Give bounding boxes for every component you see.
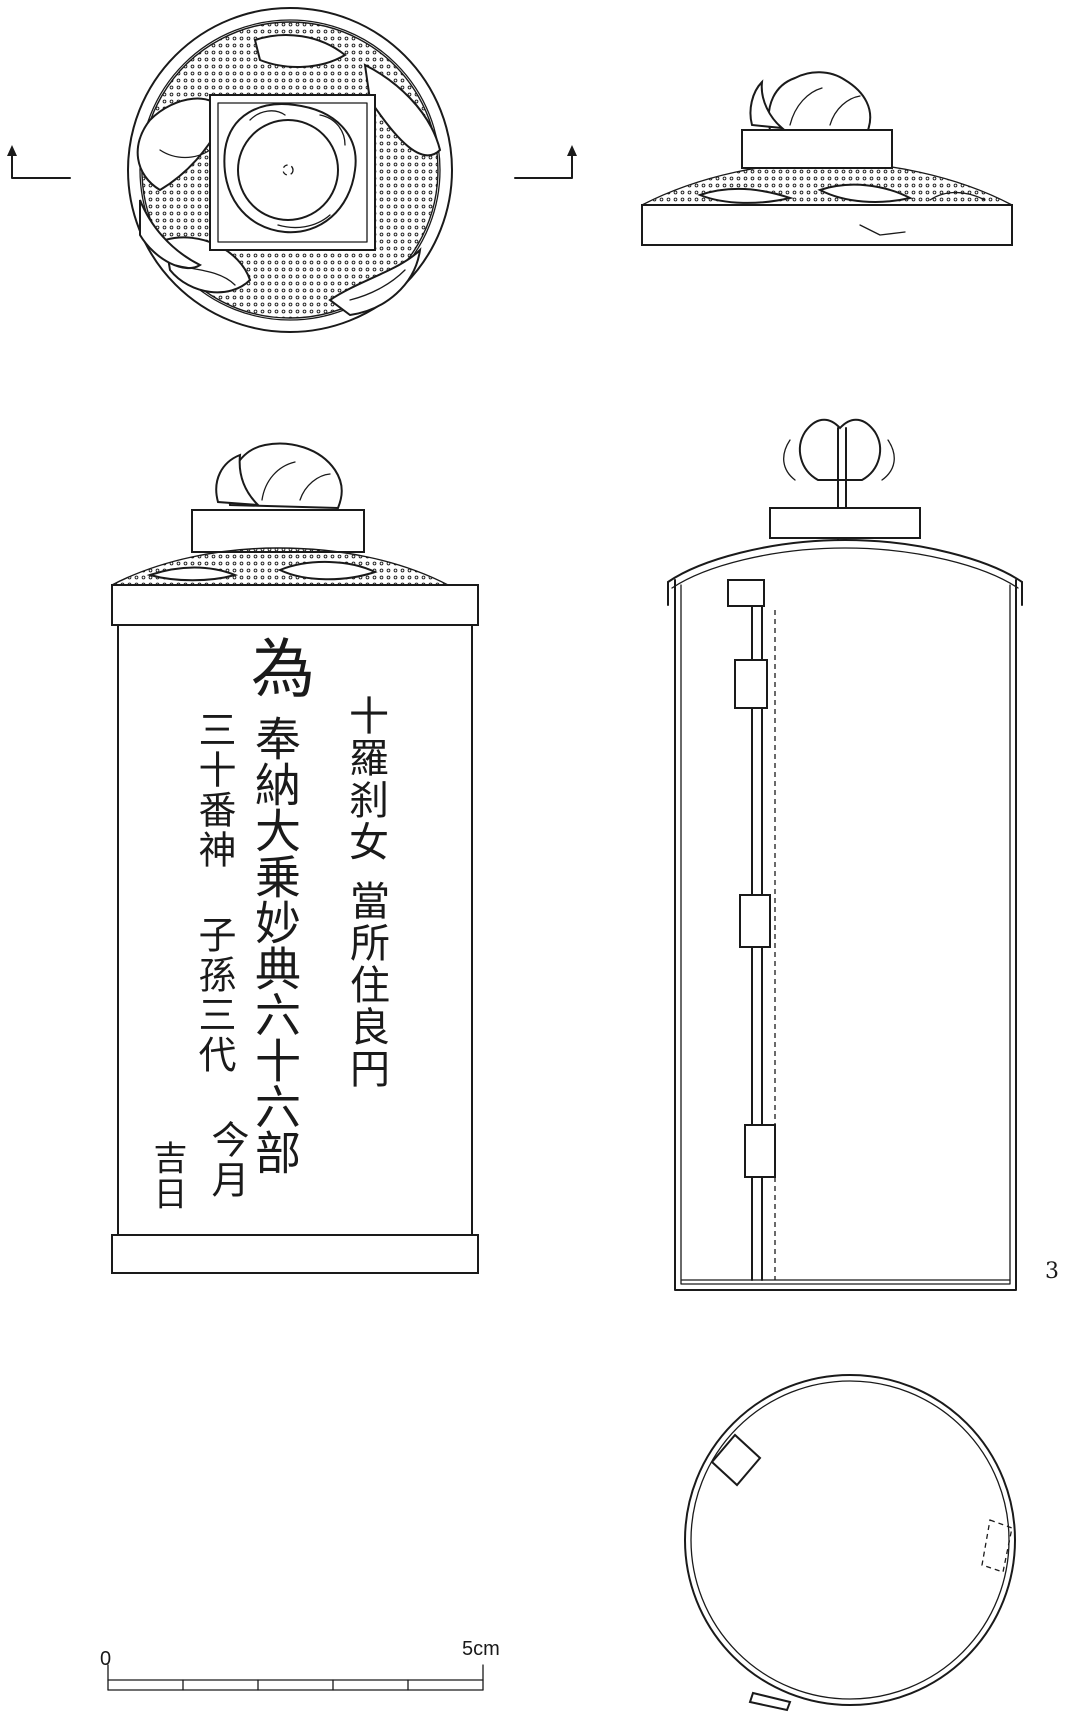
inscription-sub-upper: 當所住良円 xyxy=(343,880,389,1090)
section-arrow-right xyxy=(514,145,577,179)
inscription-date-text: 今月 xyxy=(205,1120,249,1200)
base-plan-view xyxy=(684,1374,1016,1712)
inscription-sub-lower: 子孫三代 xyxy=(192,915,236,1075)
section-arrow-left xyxy=(7,145,71,179)
lid-side-view xyxy=(641,71,1013,246)
inscription-column-center: 奉納大乗妙典六十六部 xyxy=(248,715,302,1175)
scale-end-label: 5cm xyxy=(462,1638,500,1660)
scale-start-label: 0 xyxy=(100,1648,111,1670)
front-view-inscribed xyxy=(111,442,479,1274)
inscription-column-left: 三十番神 xyxy=(192,710,236,870)
section-view xyxy=(667,418,1023,1291)
inscription-large-char: 為 xyxy=(240,635,314,701)
inscription-date-end: 吉日 xyxy=(147,1140,187,1212)
figure-number: 3 xyxy=(1045,1259,1059,1284)
inscription-column-right: 十羅刹女 xyxy=(342,695,388,863)
scale-bar: 0 5cm xyxy=(100,1638,500,1691)
lid-top-view xyxy=(127,7,453,333)
